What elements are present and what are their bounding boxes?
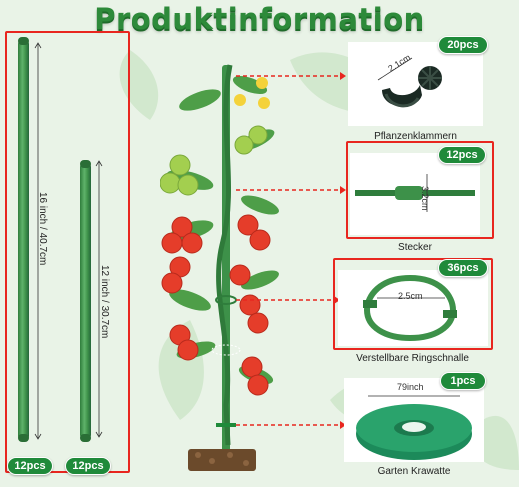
connector-icon [355, 174, 475, 212]
ring-buckle-icon [363, 274, 457, 342]
garden-tie-dimension: 79inch [397, 382, 424, 392]
connector-qty-badge: 12pcs [438, 146, 486, 164]
long-rod-qty-badge: 12pcs [7, 457, 53, 475]
product-card-plant-clips [348, 42, 483, 126]
short-rod-tip-top [80, 160, 91, 168]
long-rod-length-label: 16 inch / 40.7cm [37, 192, 48, 266]
plant-clip-icon [377, 57, 442, 108]
long-rod-measure-icon [34, 42, 42, 440]
long-rod-tip-bottom [18, 434, 29, 442]
page-title: Produktinformation [94, 2, 425, 36]
garden-tie-qty-badge: 1pcs [440, 372, 486, 390]
long-rod [18, 40, 29, 440]
tomato-plant-illustration [160, 64, 279, 471]
short-rod-measure-icon [95, 160, 103, 438]
short-rod-tip-bottom [80, 434, 91, 442]
ring-buckle-label: Verstellbare Ringschnalle [356, 353, 469, 364]
short-rod [80, 163, 91, 439]
short-rod-length-label: 12 inch / 30.7cm [99, 265, 110, 339]
garden-tie-roll-icon [356, 395, 472, 460]
long-rod-tip-top [18, 37, 29, 45]
ring-buckle-highlight-box [333, 258, 493, 350]
ring-buckle-qty-badge: 36pcs [438, 259, 488, 277]
plant-clips-qty-badge: 20pcs [438, 36, 488, 54]
connector-label: Stecker [398, 242, 432, 253]
connector-dimension: 3.2cm [420, 186, 430, 211]
garden-tie-label: Garten Krawatte [377, 466, 451, 477]
short-rod-qty-badge: 12pcs [65, 457, 111, 475]
connector-highlight-box [346, 141, 494, 239]
plant-clips-label: Pflanzenklammern [374, 131, 457, 142]
ring-buckle-dimension: 2.5cm [398, 291, 423, 301]
